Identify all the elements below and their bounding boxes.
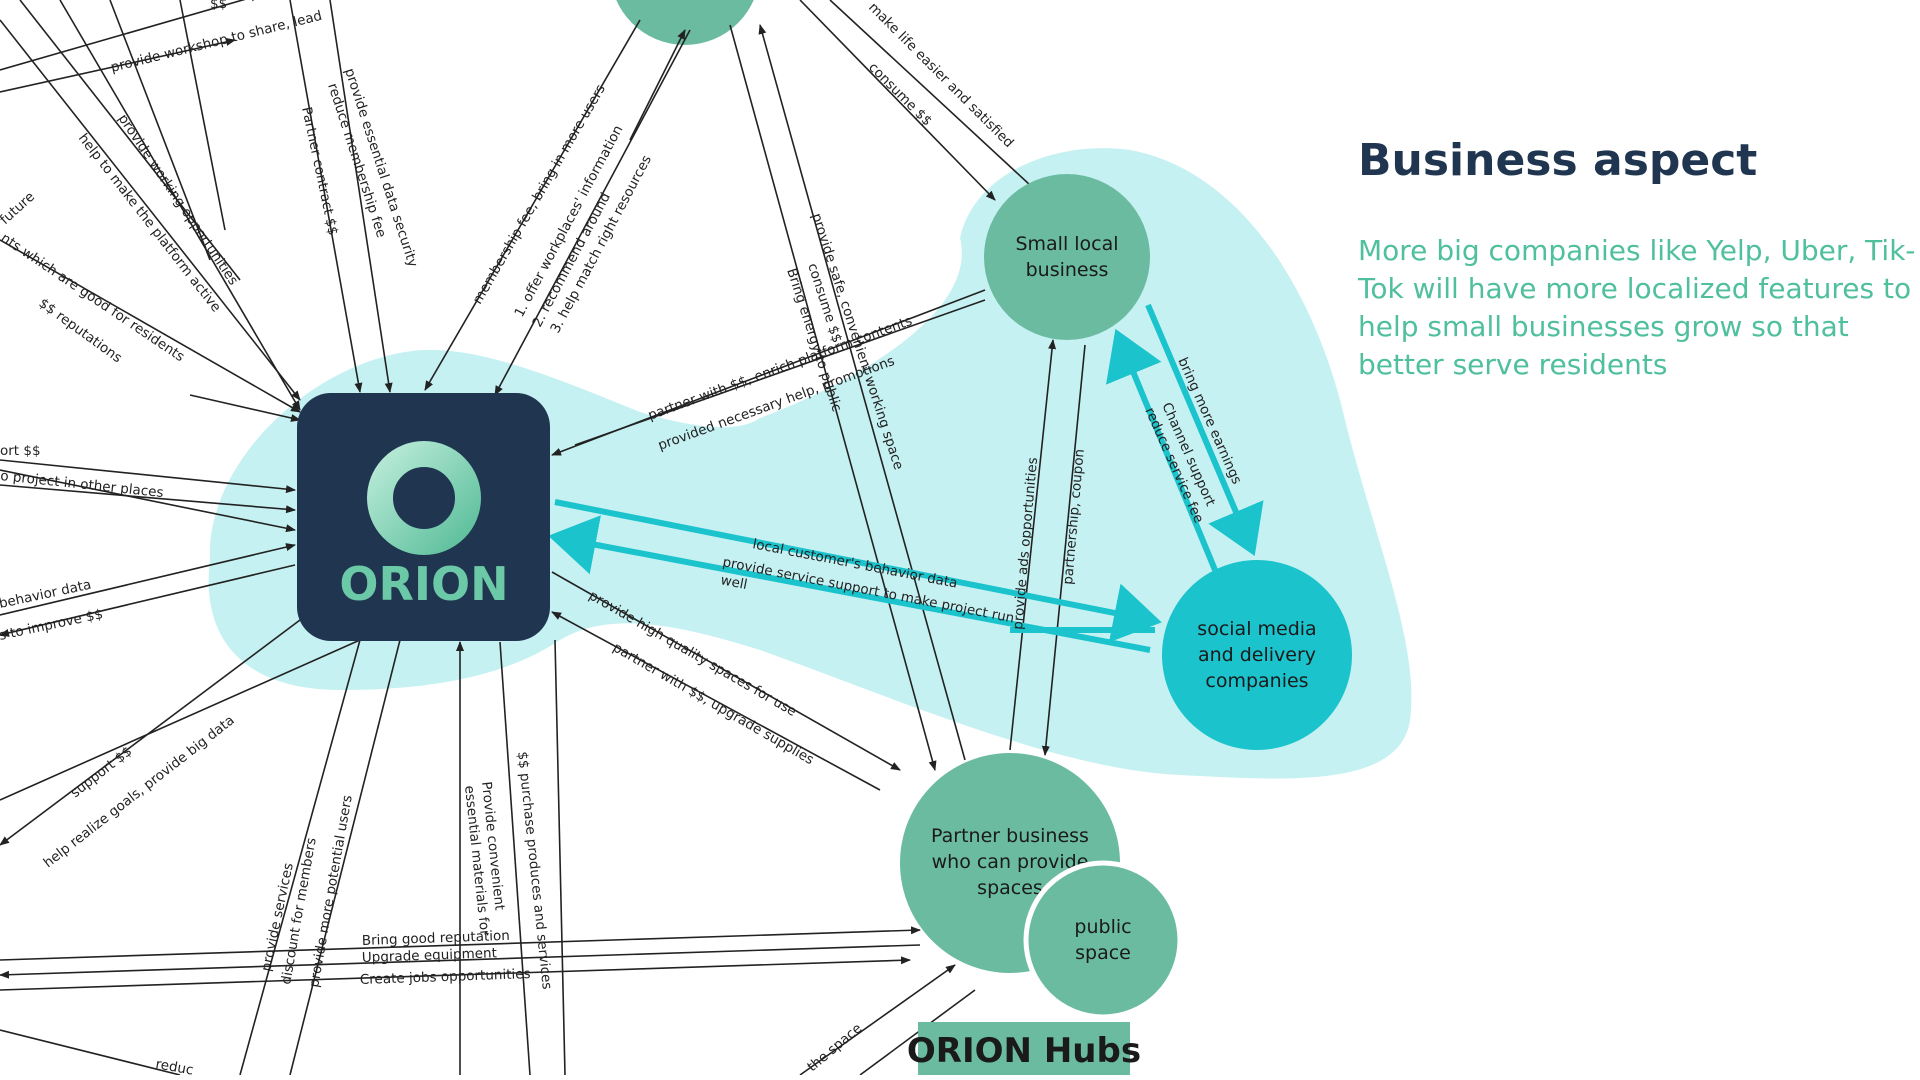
label-workshop: provide workshop to share, lead xyxy=(109,8,324,76)
label-ort: ort $$ xyxy=(0,443,41,459)
public-space-node[interactable]: public space xyxy=(1023,860,1183,1020)
page-title: Business aspect xyxy=(1358,135,1758,186)
partner-line-2: who can provide xyxy=(932,851,1089,873)
social-media-line-3: companies xyxy=(1205,670,1308,692)
label-well: well xyxy=(719,572,748,593)
orion-hubs-label: ORION Hubs xyxy=(907,1022,1141,1075)
label-purchase: $$ purchase produces and services xyxy=(514,751,555,990)
small-local-business-node[interactable]: Small local business xyxy=(984,174,1150,340)
orion-ring-icon xyxy=(367,441,481,555)
label-behavior: behavior data xyxy=(0,577,93,612)
social-media-line-2: and delivery xyxy=(1198,644,1316,666)
orion-hubs-text: ORION Hubs xyxy=(907,1031,1141,1071)
small-business-line-1: Small local xyxy=(1015,233,1118,255)
orion-logo-text: ORION xyxy=(339,557,508,611)
social-media-node[interactable]: social media and delivery companies xyxy=(1162,560,1352,750)
orion-logo-box xyxy=(297,393,550,641)
public-space-line-1: public xyxy=(1074,916,1131,938)
label-create-jobs: Create jobs opportunities xyxy=(360,966,531,988)
label-ss-top: $$ xyxy=(210,0,227,12)
label-the-space: the space xyxy=(804,1020,865,1075)
social-media-line-1: social media xyxy=(1197,618,1316,640)
partner-line-3: spaces xyxy=(977,877,1043,899)
public-space-line-2: space xyxy=(1075,942,1131,964)
label-reputation: Bring good reputation xyxy=(362,928,511,949)
partner-line-1: Partner business xyxy=(931,825,1089,847)
connector-lines xyxy=(0,0,1086,1076)
orion-node[interactable]: ORION xyxy=(297,393,550,641)
label-upgrade-equipment: Upgrade equipment xyxy=(362,945,498,966)
label-reduc: reduc xyxy=(154,1056,194,1075)
description-text: More big companies like Yelp, Uber, Tik-… xyxy=(1358,234,1916,381)
top-partial-node xyxy=(616,0,754,45)
label-future: future xyxy=(0,189,38,228)
label-partner-contract: Partner contract $$ xyxy=(298,106,341,237)
label-other-places: o project in other places xyxy=(0,468,164,501)
highlight-arrows xyxy=(548,303,1264,653)
label-potential-users: provide more potential users xyxy=(306,794,356,989)
small-business-line-2: business xyxy=(1026,259,1109,281)
